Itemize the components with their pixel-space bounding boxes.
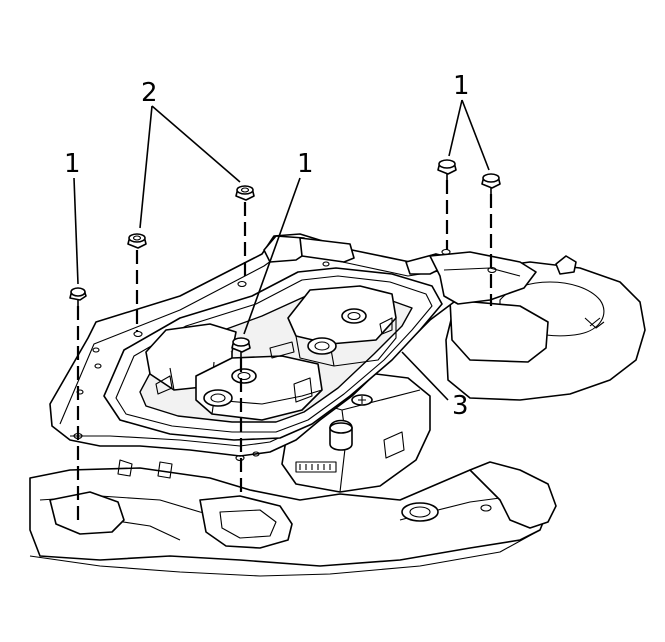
nut-left <box>127 233 147 249</box>
callout-1-right: 1 <box>453 71 470 101</box>
callout-2: 2 <box>141 78 158 108</box>
nut-right <box>235 185 255 201</box>
battery-tray <box>49 233 537 462</box>
floor-pan <box>29 459 557 577</box>
callout-3: 3 <box>452 391 469 421</box>
bolt-right-b <box>481 173 501 195</box>
bolt-left <box>69 287 87 307</box>
leader-lines <box>73 99 490 401</box>
fasteners <box>69 159 501 520</box>
callout-1-left: 1 <box>64 149 81 179</box>
bolt-center <box>231 337 251 359</box>
callout-1-center: 1 <box>297 149 314 179</box>
bolt-right-a <box>437 159 457 181</box>
